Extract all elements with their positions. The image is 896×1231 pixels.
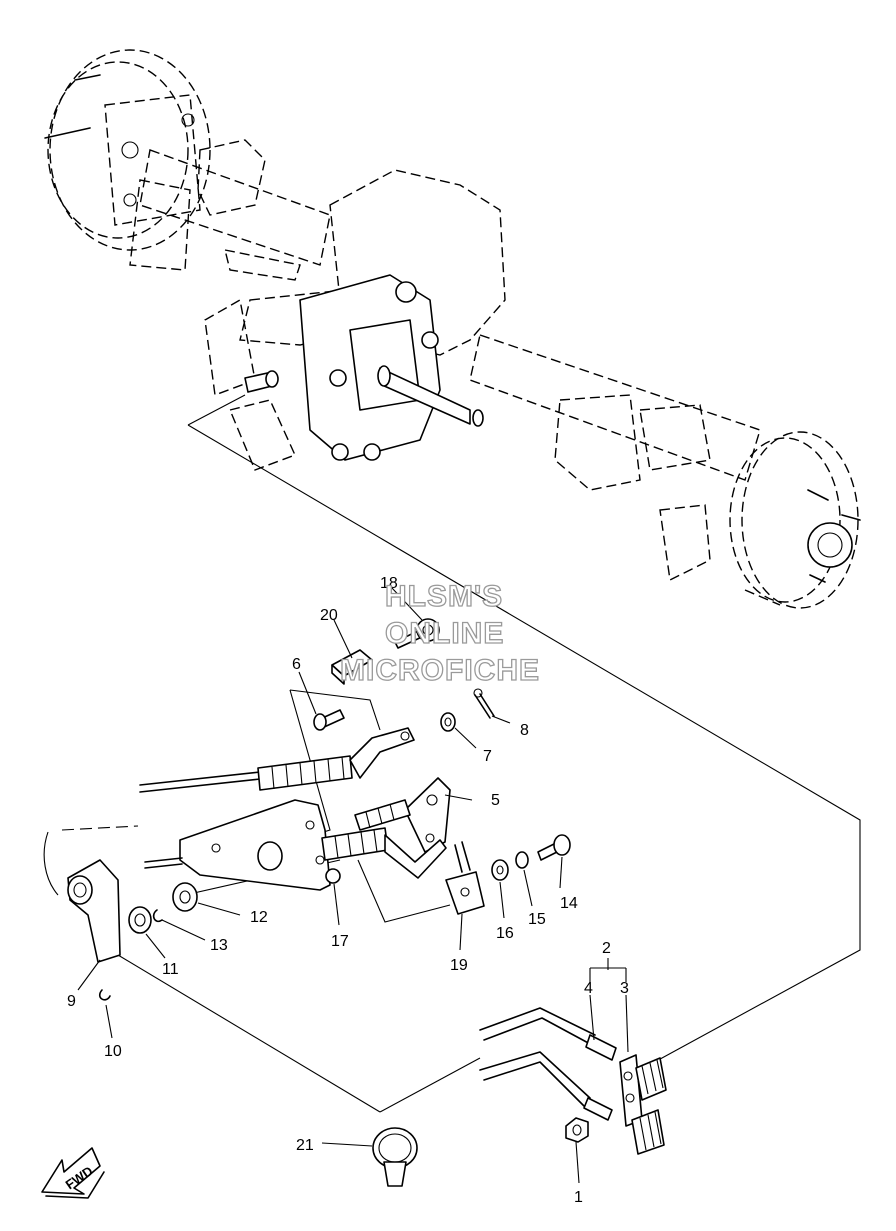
watermark-line-3: MICROFICHE (340, 654, 540, 687)
part-21-clip (372, 1127, 418, 1187)
rear-axle-assembly (44, 49, 861, 609)
parts-11-13-washers (128, 882, 198, 934)
callout-3: 3 (620, 980, 629, 997)
part-7-washer (440, 712, 456, 732)
callout-9: 9 (67, 993, 76, 1010)
callout-18: 18 (380, 575, 398, 592)
fwd-arrow-icon: FWD (41, 1147, 105, 1199)
part-8-cotter-pin (473, 688, 495, 719)
callout-14: 14 (560, 895, 578, 912)
watermark-line-2: ONLINE (385, 617, 504, 650)
parts-14-16 (491, 834, 571, 881)
part-6-pin (313, 709, 345, 731)
callout-11: 11 (162, 961, 179, 978)
leader-lines (43, 394, 861, 1113)
part-18-bolt (394, 618, 440, 649)
callout-19: 19 (450, 957, 468, 974)
callout-labels: 1 2 3 4 5 6 7 8 9 10 11 12 13 14 15 16 1… (67, 575, 629, 1206)
callout-4: 4 (584, 980, 593, 997)
callout-20: 20 (320, 607, 338, 624)
callout-17: 17 (331, 933, 349, 950)
upper-cable (139, 727, 415, 793)
callout-6: 6 (292, 656, 301, 673)
callout-15: 15 (528, 911, 546, 928)
callout-8: 8 (520, 722, 529, 739)
lower-cable (321, 827, 447, 879)
part-17-main-bracket (144, 799, 341, 891)
part-5-bracket (354, 777, 451, 853)
callout-1: 1 (574, 1189, 583, 1206)
callout-21: 21 (296, 1137, 314, 1154)
callout-7: 7 (483, 748, 492, 765)
watermark: HLSM'S ONLINE MICROFICHE (339, 579, 540, 687)
callout-5: 5 (491, 792, 500, 809)
watermark-line-1: HLSM'S (385, 580, 503, 613)
callout-10: 10 (104, 1043, 122, 1060)
part-1-nut (565, 1117, 589, 1143)
callout-2: 2 (602, 940, 611, 957)
parts-2-4-cable-assembly (479, 1007, 667, 1155)
callout-16: 16 (496, 925, 514, 942)
part-9-lever (67, 859, 121, 1001)
callout-13: 13 (210, 937, 228, 954)
callout-12: 12 (250, 909, 268, 926)
part-19-block (445, 841, 485, 915)
callout-leaders (77, 587, 629, 1184)
